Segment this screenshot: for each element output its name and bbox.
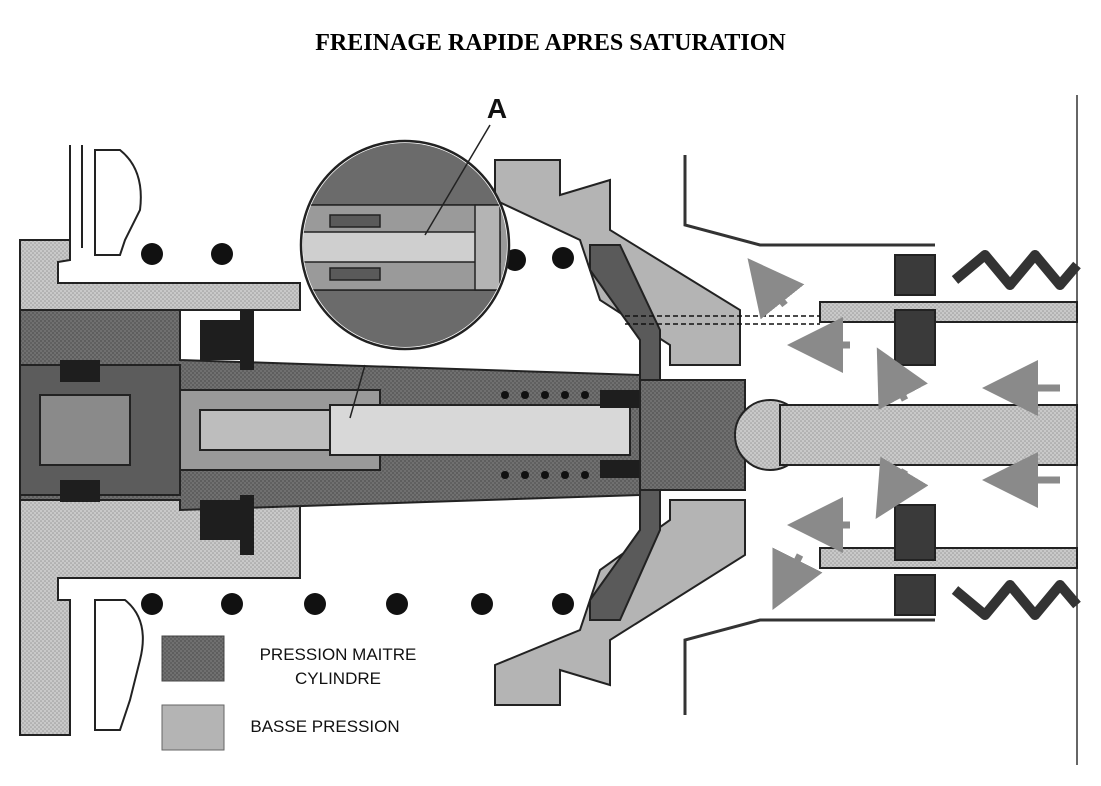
left-housing-upper (19, 145, 301, 311)
legend-label-low-line1: BASSE PRESSION (250, 717, 399, 736)
bellows (951, 250, 1081, 620)
legend: PRESSION MAITRE CYLINDRE BASSE PRESSION (161, 635, 417, 751)
legend-label-high-line2: CYLINDRE (295, 669, 381, 688)
diaphragm-lower (494, 489, 746, 706)
piston-body (19, 309, 641, 512)
legend-swatch-high-pressure (161, 635, 225, 682)
callout-label-a: A (487, 93, 507, 124)
air-flow-arrows (747, 258, 1060, 611)
outer-shell (683, 155, 935, 715)
seals (60, 310, 640, 555)
left-housing-lower (19, 499, 301, 736)
diaphragm-upper (494, 159, 741, 381)
legend-label-high-line1: PRESSION MAITRE (260, 645, 417, 664)
legend-swatch-low-pressure (161, 704, 225, 751)
ball-row-bottom (141, 593, 574, 615)
reaction-disc (639, 379, 1078, 491)
diagram-title: FREINAGE RAPIDE APRES SATURATION (315, 30, 786, 56)
return-spring (501, 391, 589, 479)
detail-a-magnifier (299, 124, 511, 419)
